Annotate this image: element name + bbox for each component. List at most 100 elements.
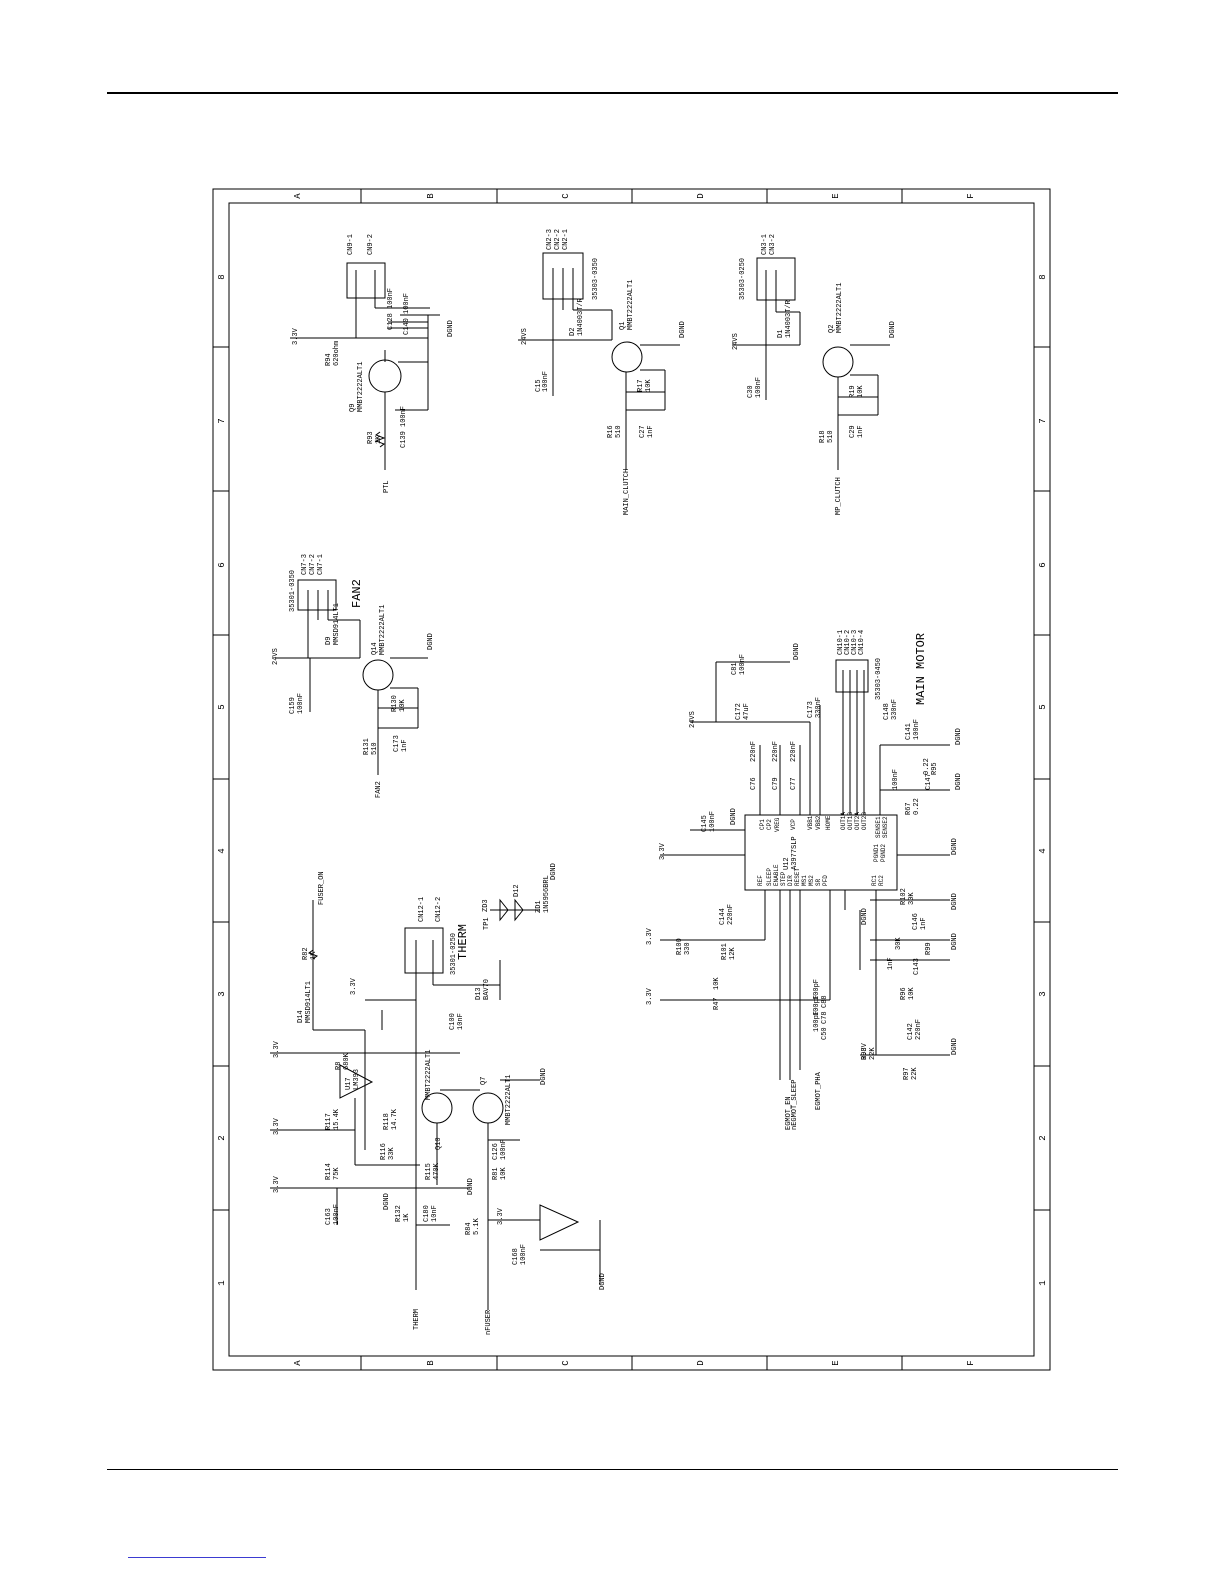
- ptl-r93-ref: R93: [367, 431, 375, 444]
- therm-d13-part: BAV70: [483, 979, 491, 1000]
- ptl-c140-label: C140 100nF: [403, 293, 411, 335]
- therm-u17-ref: U17: [345, 1077, 353, 1090]
- main-motor-c145-ref: C145: [701, 815, 709, 832]
- ic-pin-pfd: PFD: [822, 875, 829, 886]
- main-motor-c144-ref: C144: [719, 908, 727, 925]
- main-motor-r102-value: 30K: [908, 892, 916, 905]
- main-motor-cn10-3: CN10-3: [851, 630, 859, 655]
- nfuser-signal-label: nFUSER: [485, 1309, 493, 1335]
- main-clutch-circuit: [518, 252, 680, 470]
- mp-clutch-circuit: [732, 257, 890, 470]
- main-motor-r47-value: 10K: [713, 977, 721, 990]
- mp-clutch-d1-part: 1N4003T/R: [785, 299, 793, 338]
- main-motor-c76-ref: C76: [750, 777, 758, 790]
- ic-pin-ref: REF: [757, 875, 764, 886]
- therm-r115-value: 470K: [433, 1162, 441, 1180]
- row-label-left: 8: [217, 274, 227, 279]
- main-motor-c88-ref: C88: [821, 995, 829, 1008]
- main-motor-c147-ref: C147: [925, 773, 933, 790]
- mp-clutch-supply-label: 24VS: [732, 333, 740, 350]
- footer-rule: [107, 1469, 1118, 1470]
- ic-pin-enable: ENABLE: [773, 864, 780, 886]
- main-motor-r101-ref: R101: [721, 943, 729, 960]
- therm-r84-value: 5.1K: [473, 1217, 481, 1235]
- therm-signal-label: THERM: [413, 1309, 421, 1330]
- row-label-right: 7: [1038, 418, 1048, 423]
- fan2-signal-label: FAN2: [375, 781, 383, 798]
- main-motor-sleep-signal: nEGMOT_SLEEP: [791, 1080, 799, 1130]
- main-motor-r99-value: 30K: [895, 937, 903, 950]
- main-motor-c141-ref: C141: [905, 723, 913, 740]
- therm-c126-value: 100nF: [500, 1139, 508, 1160]
- therm-q10-part: MMBT2222ALT1: [425, 1050, 433, 1100]
- ptl-connector-pin1: CN9-1: [347, 234, 355, 255]
- mp-clutch-r18-value: 510: [827, 430, 835, 443]
- col-label-bottom: E: [831, 1360, 841, 1365]
- therm-r8-ref: R8: [335, 1062, 343, 1070]
- mp-clutch-c30-ref: C30: [747, 385, 755, 398]
- fan2-c159-value: 100nF: [297, 693, 305, 714]
- main-motor-c146-value: 1nF: [920, 917, 928, 930]
- fan2-d9-part: MMSD914LT1: [333, 603, 341, 645]
- main-motor-r67-ref: R67: [905, 802, 913, 815]
- fan2-part-label: 35301-0350: [289, 570, 297, 612]
- fan2-cn-pin2: CN7-2: [309, 554, 317, 575]
- therm-d14-part: MMSD914LT1: [305, 981, 313, 1023]
- main-clutch-d2-part: 1N4003T/R: [577, 297, 585, 336]
- col-label-top: E: [831, 193, 841, 198]
- therm-c100-ref: C100: [449, 1013, 457, 1030]
- main-motor-24v-label: 24VS: [689, 711, 697, 728]
- main-motor-r100-value: 330: [684, 942, 692, 955]
- main-motor-ground-5: DGND: [951, 838, 959, 855]
- mp-clutch-d1-ref: D1: [777, 330, 785, 338]
- ptl-circuit: [290, 262, 440, 470]
- main-motor-c173-value: 330nF: [815, 697, 823, 718]
- fan2-cn-pin3: CN7-3: [301, 554, 309, 575]
- therm-r115-ref: R115: [425, 1163, 433, 1180]
- therm-d14-ref: D14: [297, 1010, 305, 1023]
- row-label-right: 3: [1038, 991, 1048, 996]
- main-motor-c79-ref: C79: [772, 777, 780, 790]
- mp-clutch-r18-ref: R18: [819, 430, 827, 443]
- fan2-cn-pin1: CN7-1: [317, 554, 325, 575]
- mp-clutch-labels: CN3-1 CN3-2 35303-0250 24VS D1 1N4003T/R…: [732, 234, 897, 515]
- therm-r82-ref: R82: [302, 947, 310, 960]
- mp-clutch-c29-ref: C29: [849, 425, 857, 438]
- main-motor-c143-ref: C143: [913, 958, 921, 975]
- ic-pin-out1a: OUT1A: [840, 812, 847, 830]
- row-label-left: 7: [217, 418, 227, 423]
- main-motor-r99-ref: R99: [925, 942, 933, 955]
- ic-pin-out2b: OUT2B: [861, 812, 868, 830]
- col-label-top: A: [293, 193, 303, 199]
- therm-supply-label-5: 3.3V: [497, 1207, 505, 1225]
- fan2-r131-ref: R131: [363, 738, 371, 755]
- main-motor-c50-ref: C50: [821, 1027, 829, 1040]
- main-motor-c141-value: 100nF: [913, 719, 921, 740]
- main-clutch-q1-part: MMBT2222ALT1: [627, 280, 635, 330]
- main-motor-ground-6: DGND: [861, 908, 869, 925]
- ptl-supply-label: 3.3V: [292, 327, 300, 345]
- main-motor-ground-3: DGND: [955, 728, 963, 745]
- ic-pin-out1b: OUT1B: [847, 812, 854, 830]
- therm-ground-label-3: DGND: [599, 1273, 607, 1290]
- ic-pin-cp1: CP1: [759, 819, 766, 830]
- therm-c100-value: 10nF: [457, 1013, 465, 1030]
- main-motor-33v-label-4: 3.3V: [861, 1042, 869, 1060]
- main-motor-c142-value: 220nF: [915, 1019, 923, 1040]
- main-motor-r47-ref: R47: [713, 997, 721, 1010]
- main-clutch-labels: CN2-3 CN2-2 CN2-1 35303-0350 24VS D2 1N4…: [521, 229, 687, 515]
- main-clutch-c27-ref: C27: [639, 425, 647, 438]
- therm-ground-label-4: DGND: [383, 1193, 391, 1210]
- footer-link-underline[interactable]: [128, 1557, 266, 1558]
- main-clutch-c15-value: 100nF: [542, 371, 550, 392]
- therm-supply-label-3: 3.3V: [273, 1175, 281, 1193]
- ptl-c139-label: C139 100nF: [400, 406, 408, 448]
- therm-cn-pin2: CN12-2: [435, 897, 443, 922]
- fan2-r130-value: 10K: [399, 699, 407, 712]
- main-motor-c146-ref: C146: [912, 913, 920, 930]
- main-clutch-signal-label: MAIN_CLUTCH: [623, 469, 631, 515]
- ic-pin-vbb1: VBB1: [807, 815, 814, 830]
- ic-pin-ms1: MS1: [801, 875, 808, 886]
- col-label-bottom: D: [696, 1360, 706, 1365]
- main-motor-ground-8: DGND: [951, 933, 959, 950]
